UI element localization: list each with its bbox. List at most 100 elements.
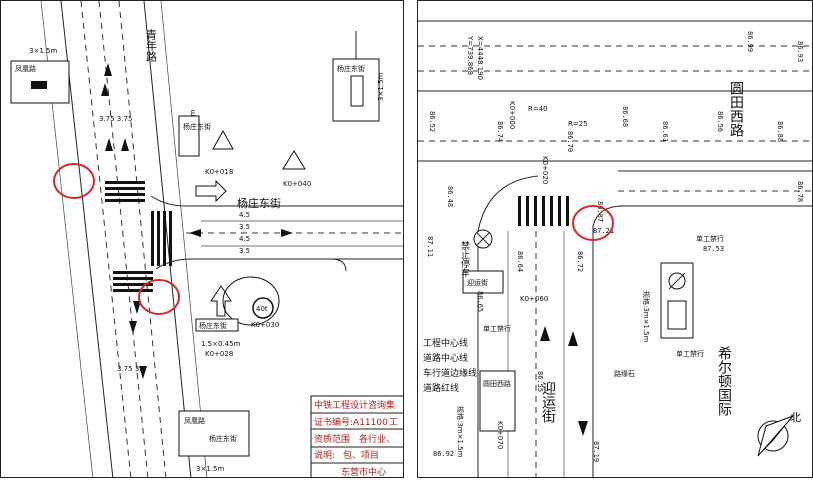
title-company: 中铁工程设计咨询集: [314, 399, 395, 411]
label-f: 单工禁行: [696, 234, 724, 243]
elev-1: 86.74: [496, 121, 504, 142]
label-d: 车行道边缘线: [423, 367, 477, 379]
sign-small-a-text: 杨庄东街: [183, 122, 211, 131]
title-note: 说明:: [314, 449, 335, 461]
highlight-circle-north: [53, 163, 95, 199]
sign-board-south: [479, 370, 516, 432]
left-drawing-panel: 凤凰路 3×1.5m 青年路 杨庄东街 3.75 3.75 3.75 3.5 1…: [0, 0, 404, 478]
stake-a: K0+000: [508, 101, 516, 129]
lane-line-1: [80, 1, 132, 477]
lane-dim-2: 3.5: [239, 247, 250, 255]
speed-limit-text: 40t: [256, 305, 268, 313]
sign-board-top-left: [10, 60, 70, 104]
sign-small-b: [195, 318, 239, 332]
title-scope-detail: 各行业、: [359, 433, 395, 445]
coord-2: Y=739.868: [466, 35, 474, 75]
sign-size-right: 3×1.5m: [377, 73, 385, 101]
highlight-circle-south: [138, 279, 180, 315]
dim-a: 3.75 3.75: [99, 115, 132, 123]
dim-d: 1.5×0.45m: [201, 340, 241, 348]
elev-13: 86.92: [433, 450, 454, 458]
sign-size-top-left: 3×1.5m: [29, 47, 57, 55]
big-arrow-up: [210, 285, 232, 317]
coord-3: R=40: [528, 105, 548, 113]
right-plan-svg: 规格:3m×1.5m 迎运街 圆田西路 规格:3m×1.5m 圆田西路 迎运街 …: [418, 20, 812, 477]
label-i: 单工禁行: [676, 349, 704, 358]
elev-15: 86.65: [476, 291, 484, 312]
east-road-south-edge: [155, 258, 403, 270]
elev-12: 86.55: [536, 371, 544, 392]
elev-3: 86.68: [621, 106, 629, 127]
warning-sign-a: [212, 129, 234, 150]
highlight-circle-right: [572, 205, 614, 241]
elev-14: 86.87: [596, 201, 604, 222]
crosswalk-south: [113, 271, 153, 292]
elev-19: 86.93: [796, 41, 804, 62]
bottom-sign-a: 凤凰路: [184, 416, 205, 425]
road-edge-east: [143, 1, 192, 477]
elev-2: 86.70: [566, 131, 574, 152]
elev-20: 86.99: [746, 31, 754, 52]
lane-arrows: [101, 63, 293, 379]
lane-line-3: [118, 1, 167, 477]
lane-dim-1: 4.5: [239, 235, 250, 243]
east-road-curb: [330, 258, 347, 272]
elev-9: 86.48: [446, 186, 454, 207]
sign-size-a: 规格:3m×1.5m: [642, 291, 651, 343]
sign-mark-top-left: [31, 81, 47, 89]
sign-text-top-left: 凤凰路: [15, 64, 36, 73]
sign-east-inner: [667, 300, 687, 330]
title-cert: 证书编号:A11100: [314, 416, 388, 428]
crosswalk-east: [151, 211, 172, 266]
stake-k0-028: K0+028: [205, 350, 233, 358]
north-arrow: [757, 415, 794, 457]
label-e: 道路红线: [423, 382, 459, 394]
speed-limit-sign: [252, 297, 274, 319]
coord-1: X=4448.190: [476, 36, 484, 80]
east-road-north-edge: [150, 195, 403, 207]
dim-b: 3.75 3.5: [117, 365, 146, 373]
stake-d: K0+070: [496, 421, 504, 449]
stake-k0-030: K0+030: [251, 321, 279, 329]
stake-c: K0+060: [520, 295, 548, 303]
title-bottom: 东营市中心: [341, 466, 386, 478]
stake-b: K0+020: [541, 156, 549, 184]
elev-4: 86.61: [661, 121, 669, 142]
label-h: 路缘石: [614, 369, 635, 378]
title-mark: 工: [389, 418, 398, 428]
title-scope: 资质范围: [314, 433, 350, 445]
compass-letter: 北: [790, 411, 801, 424]
sign-size-b: 规格:3m×1.5m: [456, 406, 465, 458]
elevation-labels: 86.52 86.74 86.70 86.68 86.61 86.56 86.8…: [426, 31, 804, 462]
coord-4: R=25: [568, 120, 588, 128]
road-name-south: 迎运街: [540, 381, 556, 423]
lane-dim-4: 4.5: [239, 211, 250, 219]
elev-8: 87.53: [703, 245, 724, 253]
elev-10: 86.72: [576, 251, 584, 272]
label-c: 道路中心线: [423, 352, 468, 364]
elev-18: 86.78: [796, 181, 804, 202]
elev-7: 87.11: [426, 236, 434, 257]
left-plan-svg: 凤凰路 3×1.5m 青年路 杨庄东街 3.75 3.75 3.75 3.5 1…: [10, 1, 403, 478]
elev-16: 87.21: [593, 227, 614, 235]
elev-17: 87.19: [592, 441, 600, 462]
label-a: 单工禁行: [483, 324, 511, 333]
road-name-east: 杨庄东街: [237, 196, 281, 210]
lane-arrows-right: [540, 326, 588, 436]
bottom-sign-b: 杨庄东街: [209, 434, 237, 443]
crosswalk-south-road: [518, 196, 569, 226]
elev-6: 86.88: [776, 121, 784, 142]
lane-dim-3: 3.5: [239, 223, 250, 231]
right-drawing-panel: 规格:3m×1.5m 迎运街 圆田西路 规格:3m×1.5m 圆田西路 迎运街 …: [417, 0, 813, 478]
sign-text-b: 圆田西路: [483, 379, 511, 388]
sign-text-a: 迎运街: [467, 278, 488, 287]
label-b: 工程中心线: [423, 337, 468, 349]
elev-5: 86.56: [716, 111, 724, 132]
stake-k0-018: K0+018: [205, 168, 233, 176]
road-name-vertical: 青年路: [145, 29, 158, 63]
lane-line-2: [98, 1, 149, 477]
sign-small-b-text: 杨庄东街: [199, 321, 227, 330]
elev-11: 86.64: [516, 251, 524, 272]
big-arrow-right: [195, 179, 227, 203]
road-edge-west: [60, 1, 114, 477]
